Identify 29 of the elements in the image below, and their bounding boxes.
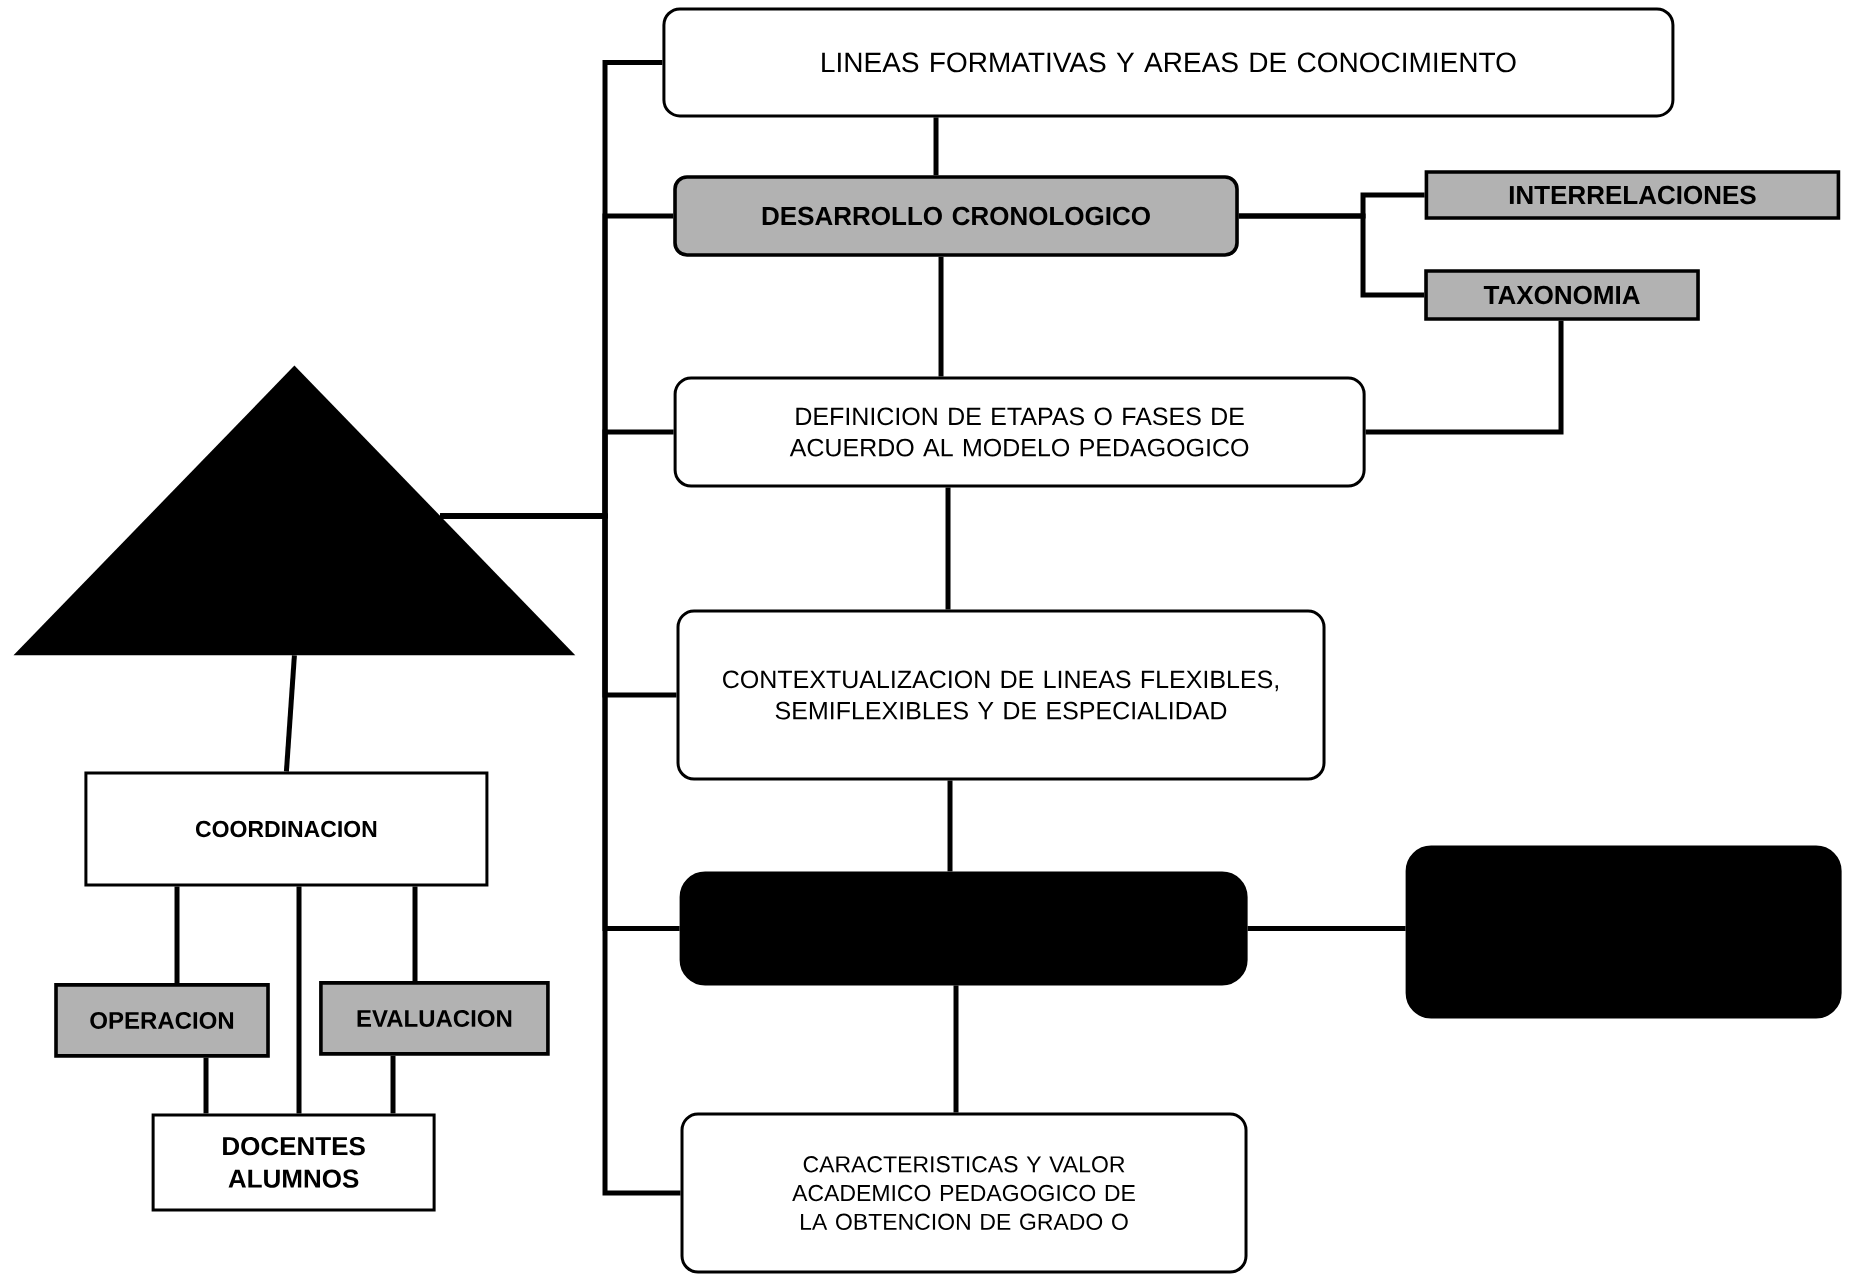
filled-box xyxy=(1405,845,1842,1019)
triangle xyxy=(13,365,576,656)
process-box: DEFINICION DE ETAPAS O FASES DE ACUERDO AL MODELO PEDAGOGICO xyxy=(673,376,1366,488)
shaded-box: OPERACION xyxy=(54,983,270,1058)
filled-box xyxy=(679,871,1248,986)
process-box: DOCENTES ALUMNOS xyxy=(151,1113,436,1212)
connector-line xyxy=(440,513,681,1196)
shaded-box: DESARROLLO CRONOLOGICO xyxy=(673,175,1239,257)
connector-line xyxy=(390,1055,396,1114)
process-box: COORDINACION xyxy=(84,771,489,887)
connector-line xyxy=(296,886,302,1114)
connector-line xyxy=(945,487,951,610)
connector-line xyxy=(1247,925,1406,931)
connector-line xyxy=(947,780,953,872)
connector-line xyxy=(203,1057,209,1114)
process-box: CARACTERISTICAS Y VALOR ACADEMICO PEDAGOGICO DE LA OBTENCION DE GRADO O xyxy=(680,1112,1248,1274)
connector-line xyxy=(938,256,944,377)
connector-line xyxy=(933,117,939,176)
connector-line xyxy=(1365,320,1564,435)
process-box: CONTEXTUALIZACION DE LINEAS FLEXIBLES, SEMIFLEXIBLES Y DE ESPECIALIDAD xyxy=(676,609,1326,781)
shaded-box: TAXONOMIA xyxy=(1424,269,1700,321)
process-box: LINEAS FORMATIVAS Y AREAS DE CONOCIMIENTO xyxy=(662,7,1675,118)
connector-line xyxy=(412,886,418,982)
connector-line xyxy=(174,886,180,984)
connector-line xyxy=(953,985,959,1113)
shaded-box: EVALUACION xyxy=(319,981,550,1056)
shaded-box: INTERRELACIONES xyxy=(1424,170,1841,220)
connector-line xyxy=(283,655,297,772)
connector-line xyxy=(1238,213,1425,298)
